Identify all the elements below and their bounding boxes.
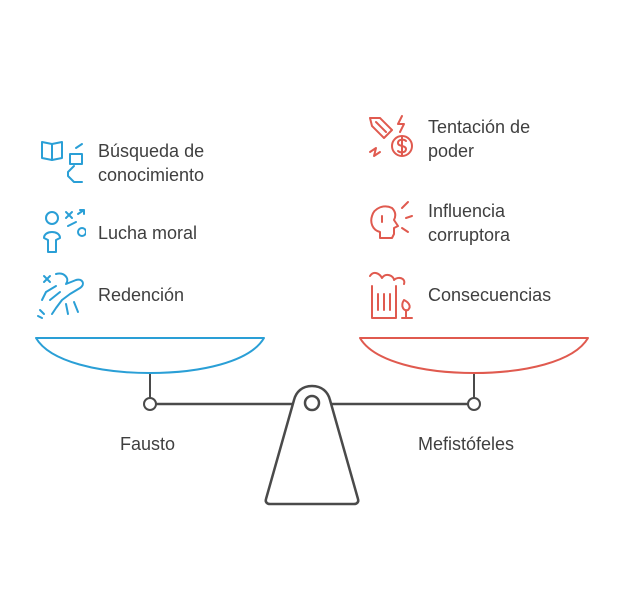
left-pan (35, 337, 265, 374)
right-pivot (467, 397, 481, 411)
right-pan (359, 337, 589, 374)
center-pivot (303, 394, 321, 412)
left-side-name: Fausto (120, 434, 176, 454)
left-item-label: Búsqueda de conocimiento (98, 141, 205, 185)
right-item-power: Tentación de poder (366, 114, 558, 164)
fulcrum (264, 384, 360, 506)
right-item-consequences: Consecuencias (366, 270, 551, 320)
liberation-figure-icon (37, 272, 84, 319)
right-item-label: Tentación de poder (428, 117, 531, 161)
left-pivot (143, 397, 157, 411)
person-strategy-icon (43, 209, 86, 253)
right-item-corrupting: Influencia corruptora (366, 198, 538, 248)
left-item-label: Lucha moral (98, 223, 198, 243)
burning-building-icon (369, 271, 413, 319)
left-item-knowledge: Búsqueda de conocimiento (36, 138, 238, 188)
left-item-redemption: Redención (36, 270, 184, 320)
left-item-moral-struggle: Lucha moral (36, 208, 197, 258)
sword-money-icon (369, 115, 413, 157)
whispering-head-icon (370, 201, 413, 239)
right-item-label: Consecuencias (428, 285, 552, 305)
open-book-icon (41, 141, 83, 183)
right-side-name: Mefistófeles (418, 434, 515, 454)
left-item-label: Redención (98, 285, 185, 305)
right-item-label: Influencia corruptora (428, 201, 511, 245)
